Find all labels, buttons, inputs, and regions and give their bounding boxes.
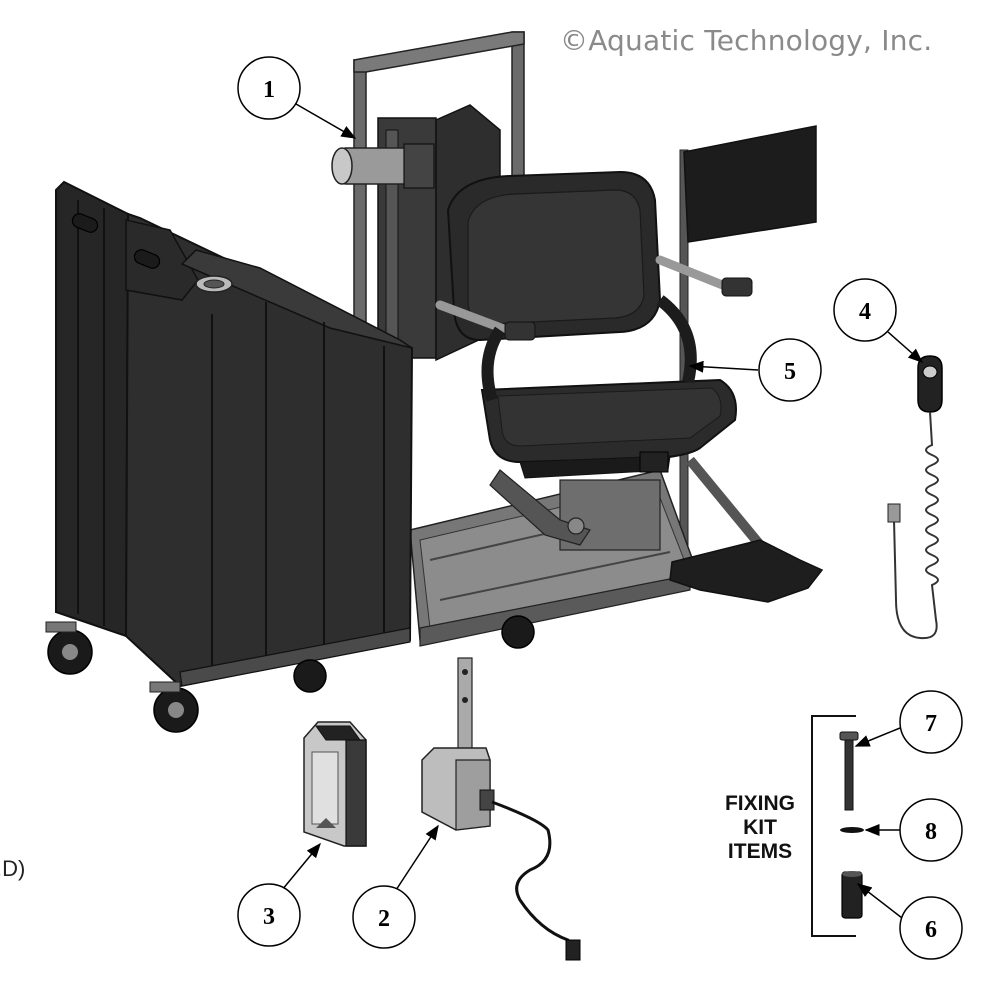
callout-1: 1 bbox=[237, 56, 357, 139]
callout-6: 6 bbox=[856, 883, 963, 960]
callout-2: 2 bbox=[352, 824, 439, 949]
callout-3: 3 bbox=[237, 842, 321, 947]
locking-pin bbox=[840, 827, 864, 833]
caster-wheels bbox=[45, 615, 535, 733]
battery-pack bbox=[303, 721, 367, 847]
lift-seat bbox=[435, 170, 753, 546]
footrest bbox=[669, 456, 824, 603]
callout-7-label: 7 bbox=[925, 711, 937, 737]
battery-cover-tank bbox=[55, 180, 414, 688]
anchor-socket bbox=[841, 871, 863, 919]
callout-2-label: 2 bbox=[378, 906, 390, 932]
callout-7: 7 bbox=[854, 690, 963, 754]
fixing-kit-bracket bbox=[811, 715, 856, 937]
callout-8: 8 bbox=[864, 798, 963, 862]
hand-control-pendant bbox=[887, 355, 943, 640]
callout-5: 5 bbox=[688, 338, 822, 402]
fixing-kit-label-line-2: KIT bbox=[743, 816, 777, 839]
callout-6-label: 6 bbox=[925, 917, 937, 943]
fixing-kit-label: FIXING KIT ITEMS bbox=[712, 792, 808, 864]
callout-3-label: 3 bbox=[263, 904, 275, 930]
copyright-notice: ©Aquatic Technology, Inc. bbox=[560, 24, 933, 57]
callout-5-label: 5 bbox=[784, 359, 796, 385]
actuator-cylinder bbox=[331, 143, 435, 189]
fixing-kit-label-line-1: FIXING bbox=[724, 792, 795, 815]
fixing-kit-label-line-3: ITEMS bbox=[727, 840, 793, 863]
anchor-bolt bbox=[839, 731, 859, 811]
base-frame bbox=[409, 469, 701, 647]
callout-1-label: 1 bbox=[263, 77, 275, 103]
callout-8-label: 8 bbox=[925, 819, 937, 845]
callout-4-label: 4 bbox=[859, 299, 871, 325]
callout-4: 4 bbox=[833, 278, 924, 363]
battery-charger bbox=[421, 657, 581, 961]
clipped-text-fragment: .D) bbox=[0, 856, 26, 881]
